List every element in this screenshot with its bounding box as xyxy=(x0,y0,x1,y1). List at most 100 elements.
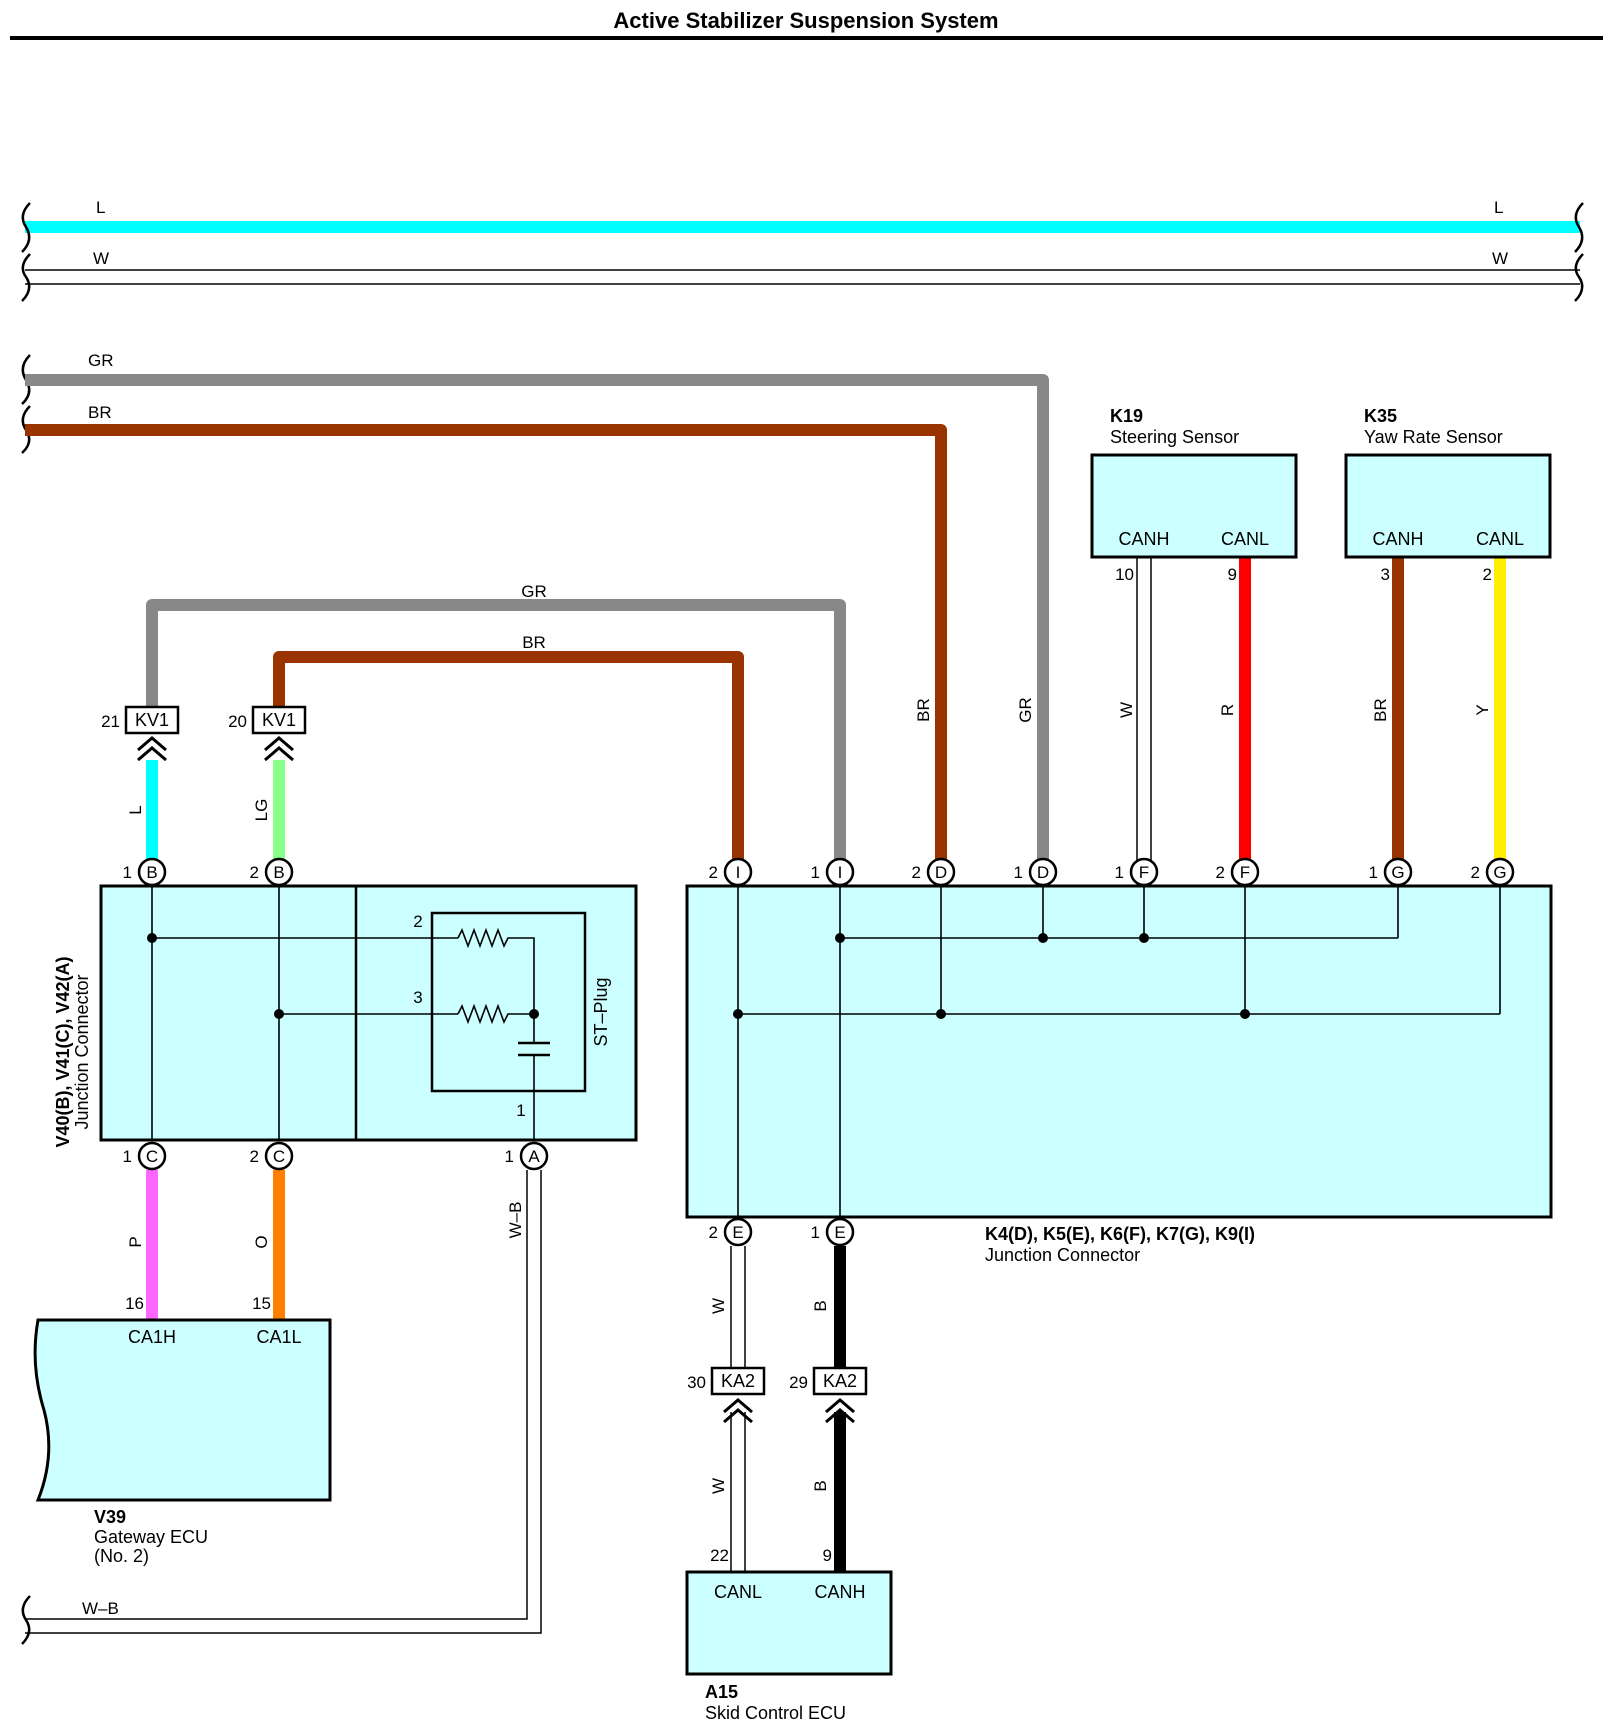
wire-label-b-e-top: B xyxy=(811,1300,830,1311)
k19-pin-canh: CANH xyxy=(1118,529,1169,549)
k35-id: K35 xyxy=(1364,406,1397,426)
wire-label-wb-bottom: W–B xyxy=(82,1599,119,1618)
svg-text:1: 1 xyxy=(1369,863,1378,882)
pin-g2: G 2 xyxy=(1471,857,1515,887)
svg-text:1: 1 xyxy=(123,1147,132,1166)
page-title: Active Stabilizer Suspension System xyxy=(613,8,998,33)
a15-pin-canh: CANH xyxy=(814,1582,865,1602)
wire-w-e-bot xyxy=(730,1412,746,1571)
pin-d1: D 1 xyxy=(1014,857,1058,887)
jc-right-name: Junction Connector xyxy=(985,1245,1140,1265)
jc-left-name: Junction Connector xyxy=(72,974,92,1129)
svg-text:C: C xyxy=(273,1147,285,1166)
svg-text:D: D xyxy=(1037,863,1049,882)
wire-label-wb-a: W–B xyxy=(506,1202,525,1239)
wire-label-w-right: W xyxy=(1492,249,1508,268)
pin-a1: A 1 xyxy=(505,1141,549,1171)
jc-left-id: V40(B), V41(C), V42(A) xyxy=(53,956,73,1147)
wire-k19-w xyxy=(1136,558,1152,870)
k19-pin-canl: CANL xyxy=(1221,529,1269,549)
st-plug-cap-num: 1 xyxy=(516,1101,525,1120)
pin-e2: E 2 xyxy=(709,1217,753,1247)
jc-right-id: K4(D), K5(E), K6(F), K7(G), K9(I) xyxy=(985,1224,1255,1244)
k35-num-canh: 3 xyxy=(1381,565,1390,584)
wire-label-br-d: BR xyxy=(914,698,933,722)
k19-name: Steering Sensor xyxy=(1110,427,1239,447)
wire-label-r-k19: R xyxy=(1218,704,1237,716)
v39-pin-ca1h: CA1H xyxy=(128,1327,176,1347)
svg-text:30: 30 xyxy=(687,1373,706,1392)
svg-text:B: B xyxy=(273,863,284,882)
svg-text:KA2: KA2 xyxy=(721,1371,755,1391)
svg-text:1: 1 xyxy=(811,1223,820,1242)
svg-text:2: 2 xyxy=(1471,863,1480,882)
wire-label-b-e-bot: B xyxy=(811,1480,830,1491)
svg-text:1: 1 xyxy=(811,863,820,882)
wire-label-p: P xyxy=(126,1236,145,1247)
svg-text:KV1: KV1 xyxy=(262,710,296,730)
pin-c1: C 1 xyxy=(123,1141,167,1171)
k19-id: K19 xyxy=(1110,406,1143,426)
a15-num-canh: 9 xyxy=(823,1546,832,1565)
wire-label-l-right: L xyxy=(1494,198,1503,217)
component-v39 xyxy=(33,1318,332,1502)
pin-g1: G 1 xyxy=(1369,857,1413,887)
svg-text:I: I xyxy=(736,863,741,882)
pin-e1: E 1 xyxy=(811,1217,855,1247)
svg-text:G: G xyxy=(1493,863,1506,882)
junction-connector-left xyxy=(99,884,638,1142)
wire-gr-long xyxy=(25,374,1049,870)
k35-num-canl: 2 xyxy=(1483,565,1492,584)
pin-b1: B 1 xyxy=(123,857,167,887)
svg-text:1: 1 xyxy=(123,863,132,882)
inline-connector-ka2-29: KA2 29 xyxy=(789,1366,868,1424)
v39-name-line1: Gateway ECU xyxy=(94,1527,208,1547)
pin-d2: D 2 xyxy=(912,857,956,887)
svg-text:2: 2 xyxy=(250,863,259,882)
wire-w-e-top xyxy=(730,1246,746,1368)
bus-wire-w xyxy=(25,269,1580,285)
junction-connector-right xyxy=(685,884,1553,1219)
svg-text:A: A xyxy=(528,1147,540,1166)
k35-name: Yaw Rate Sensor xyxy=(1364,427,1503,447)
wire-label-w-k19: W xyxy=(1117,702,1136,718)
pin-f2: F 2 xyxy=(1216,857,1260,887)
wire-label-br-loop: BR xyxy=(522,633,546,652)
wire-label-w-e-top: W xyxy=(709,1298,728,1314)
a15-name: Skid Control ECU xyxy=(705,1703,846,1723)
wire-label-y-k35: Y xyxy=(1473,704,1492,715)
wire-gr-loop xyxy=(146,599,846,870)
st-plug-res-num-mid: 3 xyxy=(413,988,422,1007)
svg-text:20: 20 xyxy=(228,712,247,731)
wire-label-l-left: L xyxy=(96,198,105,217)
svg-text:KA2: KA2 xyxy=(823,1371,857,1391)
svg-text:1: 1 xyxy=(1115,863,1124,882)
wire-label-w-left: W xyxy=(93,249,109,268)
svg-text:1: 1 xyxy=(1014,863,1023,882)
v39-name-line2: (No. 2) xyxy=(94,1546,149,1566)
svg-text:D: D xyxy=(935,863,947,882)
svg-text:G: G xyxy=(1391,863,1404,882)
k35-pin-canl: CANL xyxy=(1476,529,1524,549)
k35-pin-canh: CANH xyxy=(1372,529,1423,549)
svg-text:1: 1 xyxy=(505,1147,514,1166)
svg-text:F: F xyxy=(1139,863,1149,882)
pin-i1: I 1 xyxy=(811,857,855,887)
wire-label-br-long: BR xyxy=(88,403,112,422)
svg-text:2: 2 xyxy=(250,1147,259,1166)
wire-label-gr-loop: GR xyxy=(521,582,547,601)
st-plug-label: ST–Plug xyxy=(591,977,611,1046)
wire-label-lg-kv1: LG xyxy=(252,799,271,822)
svg-text:2: 2 xyxy=(912,863,921,882)
component-a15 xyxy=(685,1570,893,1676)
k19-num-canl: 9 xyxy=(1228,565,1237,584)
svg-text:2: 2 xyxy=(709,863,718,882)
wire-label-gr-d: GR xyxy=(1016,697,1035,723)
pin-c2: C 2 xyxy=(250,1141,294,1171)
pin-i2: I 2 xyxy=(709,857,753,887)
wire-label-o: O xyxy=(252,1235,271,1248)
wire-label-gr-long: GR xyxy=(88,351,114,370)
wire-label-w-e-bot: W xyxy=(709,1478,728,1494)
svg-text:I: I xyxy=(838,863,843,882)
svg-text:29: 29 xyxy=(789,1373,808,1392)
